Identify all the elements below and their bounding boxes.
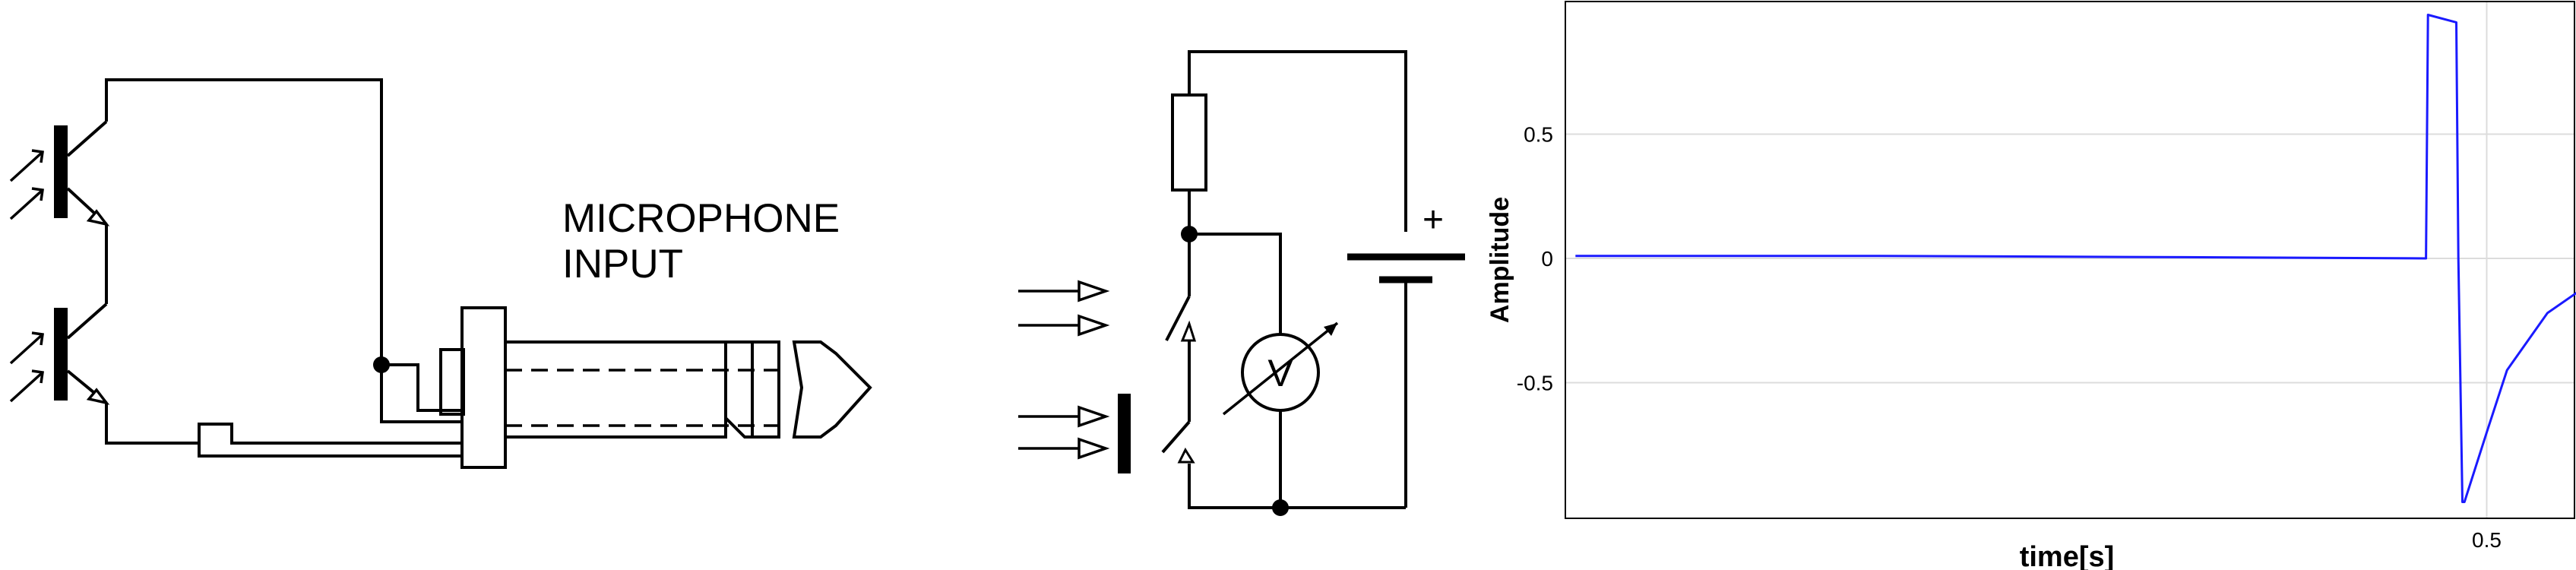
photodetector-top xyxy=(9,120,110,226)
microphone-label-line1: MICROPHONE xyxy=(562,196,840,241)
x-axis-title: time[s] xyxy=(2020,541,2115,570)
junction-dot-bottom xyxy=(1272,499,1289,516)
wires xyxy=(105,78,462,458)
voltmeter-symbol: V xyxy=(1267,352,1293,394)
battery: + xyxy=(1347,200,1465,283)
waveform-chart: 0.511.520.50-0.5 time[s] Amplitude xyxy=(1486,1,2576,570)
x-tick-label: 0.5 xyxy=(2472,528,2502,552)
photodetector-bottom xyxy=(9,302,110,405)
jack-plug xyxy=(439,306,872,469)
y-axis-title: Amplitude xyxy=(1486,197,1514,323)
y-tick-label: 0 xyxy=(1541,247,1553,271)
resistor xyxy=(1171,93,1207,192)
plot-area-border xyxy=(1565,1,2575,519)
photo-switch-bottom xyxy=(1161,420,1195,464)
switch-circuit-diagram: + V xyxy=(1018,50,1465,516)
chart-ticks: 0.511.520.50-0.5 xyxy=(1517,123,2502,553)
y-tick-label: 0.5 xyxy=(1524,123,1553,147)
microphone-label-line2: INPUT xyxy=(562,242,683,287)
junction-dot xyxy=(373,356,390,373)
junction-dot-top xyxy=(1181,226,1198,242)
chart-grid xyxy=(1565,2,2574,518)
light-arrows xyxy=(1018,280,1110,460)
y-tick-label: -0.5 xyxy=(1517,372,1553,395)
series-line xyxy=(1575,14,2576,503)
photo-switch-top xyxy=(1165,296,1197,342)
circuit-wires xyxy=(1181,50,1407,516)
light-blocker xyxy=(1118,394,1131,473)
light-arrows-top xyxy=(9,149,44,220)
battery-plus-sign: + xyxy=(1422,200,1444,240)
microphone-input-diagram: MICROPHONE INPUT xyxy=(9,78,872,469)
light-arrows-bottom xyxy=(9,331,44,403)
voltmeter: V xyxy=(1222,321,1339,416)
